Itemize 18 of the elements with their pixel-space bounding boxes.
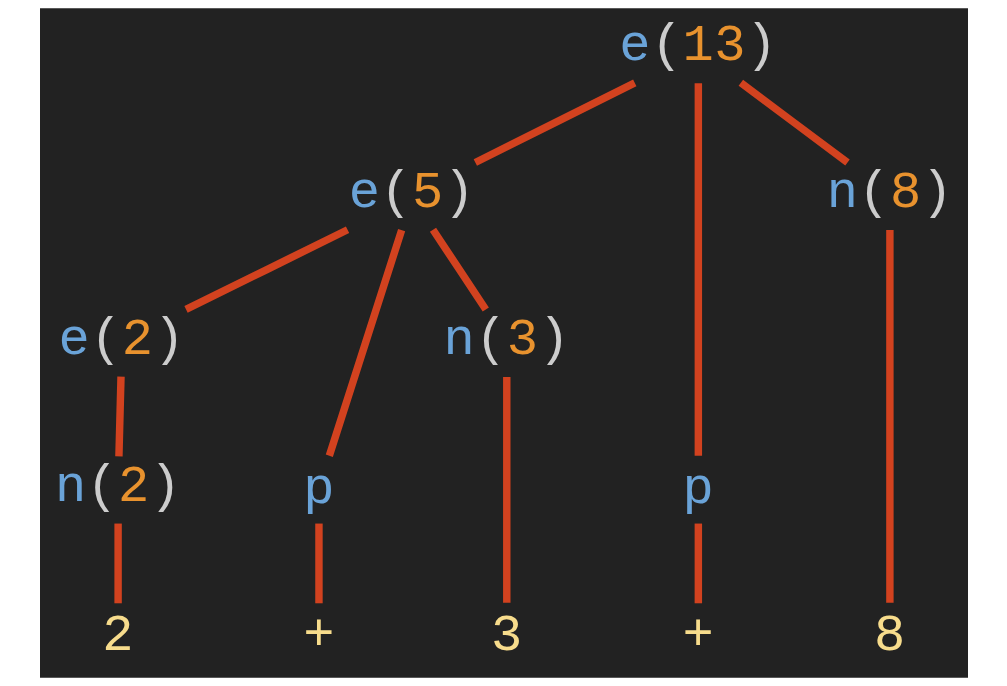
- connector: [738, 79, 850, 166]
- node-text: n(8): [826, 164, 953, 224]
- connector: [429, 227, 489, 312]
- connector: [473, 79, 636, 166]
- node-text: n(2): [54, 457, 181, 517]
- node-text: e(13): [618, 17, 777, 77]
- connector: [183, 226, 349, 313]
- node-text: +: [682, 606, 714, 666]
- node-text: p: [682, 459, 714, 519]
- node-text: 3: [490, 606, 522, 666]
- node-text: p: [302, 459, 334, 519]
- node-text: 2: [101, 606, 134, 666]
- node-text: n(3): [443, 310, 570, 370]
- node-text: 8: [873, 606, 905, 666]
- node-text: e(2): [58, 310, 185, 370]
- node-text: +: [302, 606, 334, 666]
- connector: [325, 228, 405, 457]
- node-text: e(5): [348, 164, 475, 224]
